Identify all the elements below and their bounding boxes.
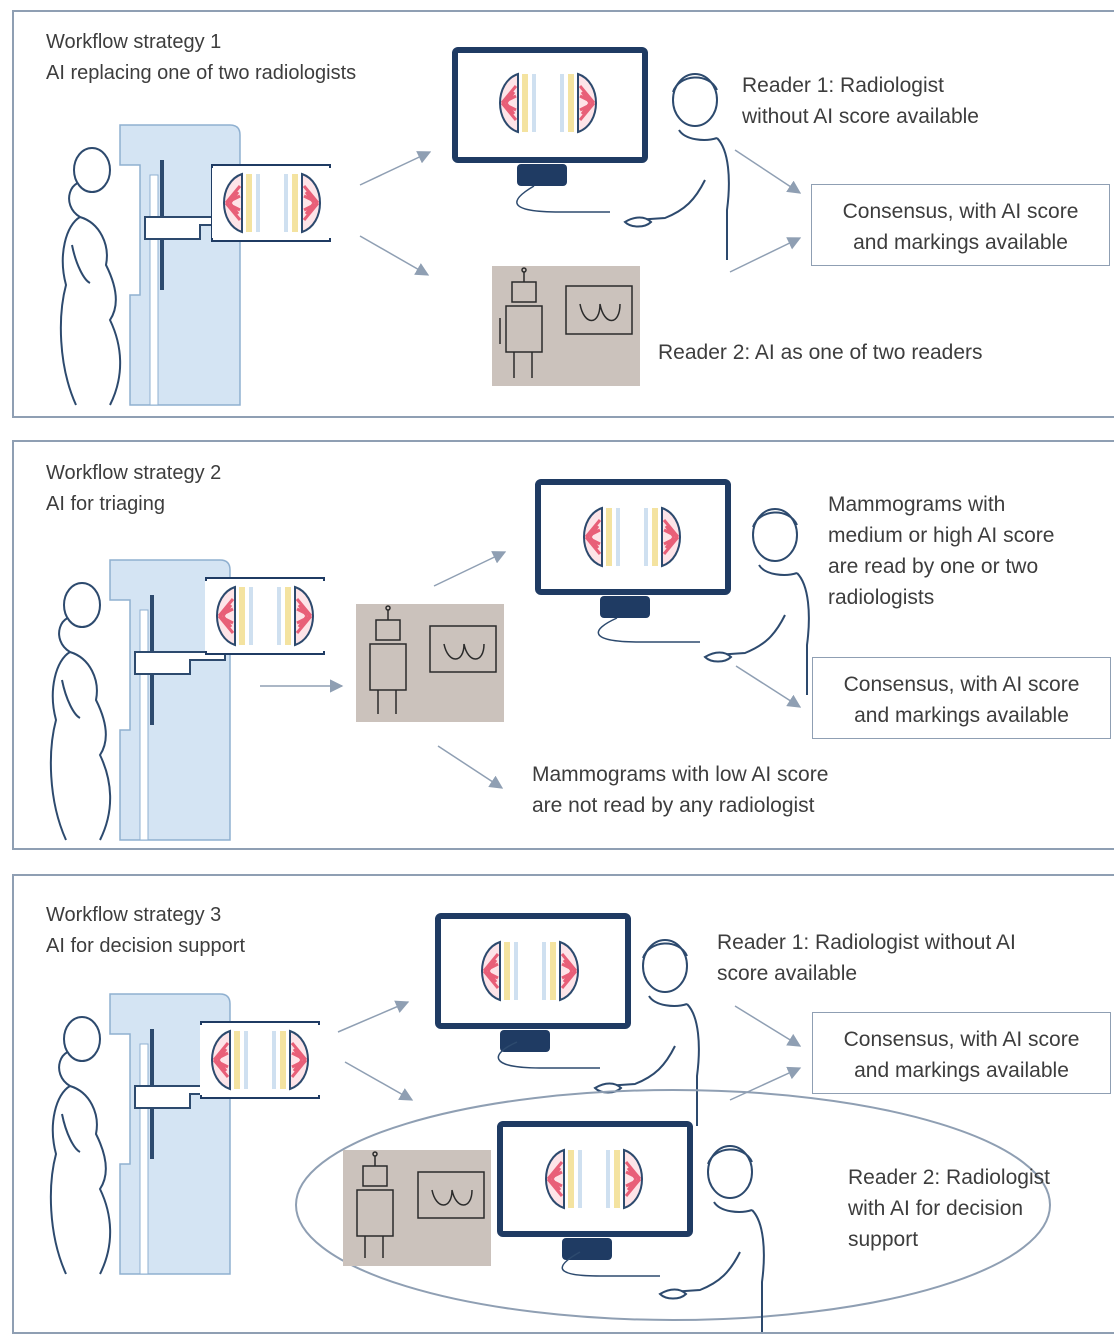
panel2-consensus-line1: Consensus, with AI score — [843, 673, 1080, 696]
monitor-mammogram-3a — [468, 934, 592, 1008]
panel2-title: Workflow strategy 2 AI for triaging — [46, 458, 221, 520]
panel1-reader1-label: Reader 1: Radiologist without AI score a… — [742, 70, 979, 132]
panel1-reader1-line1: Reader 1: Radiologist — [742, 74, 944, 97]
panel3-reader2-line3: support — [848, 1228, 919, 1251]
panel3-consensus-box: Consensus, with AI score and markings av… — [812, 1012, 1111, 1094]
panel2-high-line2: medium or high AI score — [828, 524, 1055, 547]
panel3-reader1-label: Reader 1: Radiologist without AI score a… — [717, 927, 1016, 989]
panel2-title-line2: AI for triaging — [46, 493, 165, 515]
arrow-to-reader1 — [359, 151, 432, 186]
panel2-title-line1: Workflow strategy 2 — [46, 462, 222, 484]
robot-sketch-2 — [369, 605, 497, 714]
panel2-consensus-line2: and markings available — [854, 704, 1069, 727]
panel1-consensus-line2: and markings available — [853, 231, 1068, 254]
arrow-to-radiologist — [433, 551, 507, 587]
monitor-mammogram-1 — [486, 66, 610, 140]
panel1-illustration — [59, 0, 802, 406]
arrow-to-reader2-3 — [344, 1061, 414, 1101]
panel2-high-line3: are read by one or two — [828, 555, 1039, 578]
panel2-high-line4: radiologists — [828, 586, 935, 609]
arrow-to-reader2 — [359, 235, 430, 276]
workflow-panel-2 — [12, 440, 1114, 850]
workflow-panel-1 — [12, 10, 1114, 418]
decision-support-ellipse — [295, 1089, 1051, 1321]
panel3-reader1-line1: Reader 1: Radiologist without AI — [717, 931, 1016, 954]
robot-sketch-3 — [356, 1151, 485, 1258]
panel1-reader2-label: Reader 2: AI as one of two readers — [658, 341, 983, 364]
mammogram-image-2 — [203, 579, 327, 653]
panel1-reader1-line2: without AI score available — [742, 105, 979, 128]
panel2-high-line1: Mammograms with — [828, 493, 1006, 516]
monitor-mammogram-2 — [570, 500, 694, 574]
panel3-reader2-line1: Reader 2: Radiologist — [848, 1166, 1050, 1189]
panel1-title: Workflow strategy 1 AI replacing one of … — [46, 27, 356, 89]
panel3-title-line2: AI for decision support — [46, 935, 245, 957]
panel3-reader2-line2: with AI for decision — [848, 1197, 1024, 1220]
monitor-mammogram-3b — [532, 1142, 656, 1216]
arrow-reader2-to-consensus — [729, 237, 802, 273]
mammogram-image-1 — [210, 166, 334, 240]
panel2-illustration — [49, 430, 810, 841]
panel3-consensus-line2: and markings available — [854, 1059, 1069, 1082]
arrow-reader2-to-consensus-3 — [729, 1066, 802, 1101]
panel3-title-line1: Workflow strategy 3 — [46, 904, 222, 926]
panel3-reader1-line2: score available — [717, 962, 858, 985]
panel2-low-line2: are not read by any radiologist — [532, 794, 815, 817]
panel3-reader2-label: Reader 2: Radiologist with AI for decisi… — [848, 1162, 1050, 1255]
panel1-consensus-line1: Consensus, with AI score — [842, 200, 1079, 223]
panel2-high-score-label: Mammograms with medium or high AI score … — [828, 489, 1054, 613]
panel3-consensus-line1: Consensus, with AI score — [843, 1028, 1080, 1051]
arrow-reader1-to-consensus — [734, 149, 802, 194]
robot-sketch-1 — [499, 267, 633, 378]
panel3-title: Workflow strategy 3 AI for decision supp… — [46, 900, 245, 962]
panel2-low-line1: Mammograms with low AI score — [532, 763, 829, 786]
panel1-title-line2: AI replacing one of two radiologists — [46, 62, 357, 84]
arrow-to-reader1-3 — [337, 1000, 410, 1033]
panel3-illustration — [49, 874, 1051, 1333]
panel1-consensus-box: Consensus, with AI score and markings av… — [811, 184, 1110, 266]
mammography-machine-2 — [49, 559, 231, 841]
mammogram-image-3 — [198, 1023, 322, 1097]
panel2-consensus-box: Consensus, with AI score and markings av… — [812, 657, 1111, 739]
panel1-title-line1: Workflow strategy 1 — [46, 31, 222, 53]
arrow-to-consensus-2 — [735, 665, 802, 708]
arrow-to-low-score — [437, 745, 504, 789]
panel2-low-score-label: Mammograms with low AI score are not rea… — [532, 759, 828, 821]
arrow-reader1-to-consensus-3 — [734, 1005, 802, 1047]
